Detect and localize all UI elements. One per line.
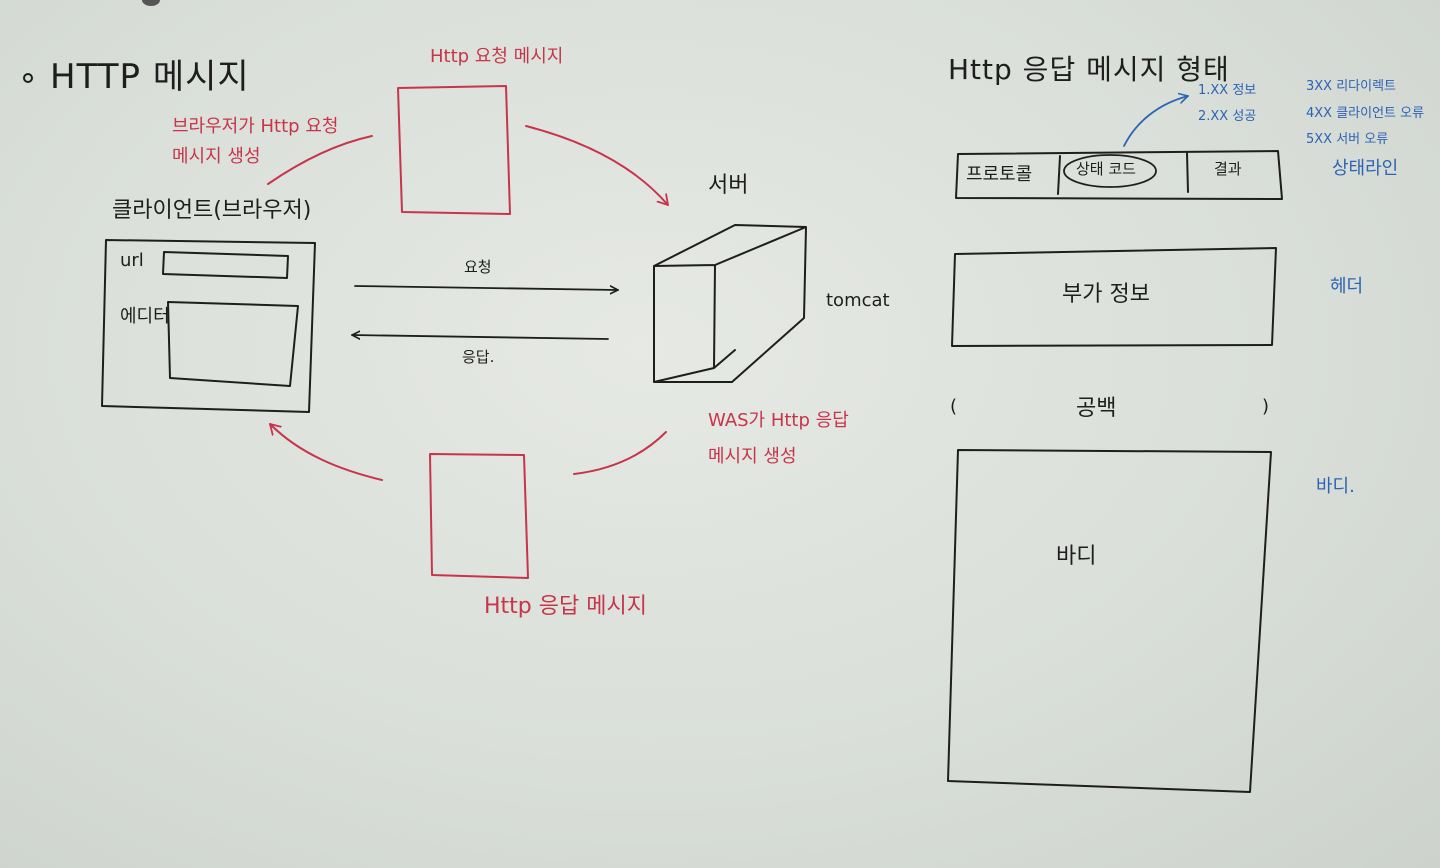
status-code-4xx: 4XX 클라이언트 오류 bbox=[1306, 106, 1425, 121]
response-message-box bbox=[429, 453, 529, 579]
status-code-circle bbox=[1063, 154, 1157, 188]
curve-server-to-response bbox=[573, 431, 667, 475]
status-line-divider-1 bbox=[1057, 155, 1061, 195]
server-cube bbox=[653, 224, 807, 383]
client-browser-box bbox=[101, 239, 316, 413]
was-note-line1: WAS가 Http 응답 bbox=[708, 410, 849, 431]
client-browser-label: 클라이언트(브라우저) bbox=[112, 198, 312, 223]
response-format-title: Http 응답 메시지 형태 bbox=[948, 53, 1230, 86]
status-code-3xx: 3XX 리다이렉트 bbox=[1306, 79, 1397, 94]
request-message-box bbox=[397, 85, 511, 215]
editor-label: 에디터 bbox=[120, 306, 170, 327]
request-arrow bbox=[354, 286, 619, 290]
server-label: 서버 bbox=[708, 173, 749, 198]
was-note-line2: 메시지 생성 bbox=[708, 446, 797, 467]
request-message-label: Http 요청 메시지 bbox=[430, 46, 564, 67]
blank-open-paren: ( bbox=[950, 396, 958, 417]
body-box bbox=[947, 449, 1272, 793]
request-arrow-label: 요청 bbox=[464, 258, 492, 276]
response-arrow-label: 응답. bbox=[462, 348, 495, 366]
curve-request-to-server bbox=[525, 125, 669, 206]
status-line-box bbox=[955, 150, 1283, 200]
blank-close-paren: ) bbox=[1262, 396, 1270, 417]
status-code-label: 상태 코드 bbox=[1076, 160, 1136, 178]
status-code-2xx: 2.XX 성공 bbox=[1198, 109, 1257, 124]
url-input-box bbox=[162, 251, 289, 279]
response-message-label: Http 응답 메시지 bbox=[484, 594, 647, 619]
body-box-label: 바디 bbox=[1056, 544, 1097, 569]
status-line-note: 상태라인 bbox=[1332, 158, 1399, 179]
status-line-divider-2 bbox=[1186, 152, 1189, 193]
status-code-arrow bbox=[1123, 96, 1189, 147]
browser-note-line1: 브라우저가 Http 요청 bbox=[172, 116, 339, 137]
title-bullet bbox=[23, 73, 33, 83]
curve-response-to-client bbox=[269, 423, 383, 481]
url-label: url bbox=[120, 250, 144, 271]
result-label: 결과 bbox=[1214, 160, 1242, 178]
http-message-title: HTTP 메시지 bbox=[50, 57, 250, 97]
header-box bbox=[951, 247, 1277, 347]
board-magnet bbox=[142, 0, 160, 6]
tomcat-label: tomcat bbox=[826, 290, 890, 311]
protocol-label: 프로토콜 bbox=[966, 164, 1033, 185]
curve-client-to-request bbox=[267, 135, 373, 185]
blank-label: 공백 bbox=[1076, 396, 1117, 421]
response-arrow bbox=[351, 335, 609, 339]
status-code-1xx: 1.XX 정보 bbox=[1198, 83, 1257, 98]
status-code-5xx: 5XX 서버 오류 bbox=[1306, 132, 1389, 147]
editor-box bbox=[167, 301, 299, 387]
header-box-label: 부가 정보 bbox=[1062, 282, 1150, 307]
body-note: 바디. bbox=[1316, 476, 1355, 497]
header-note: 헤더 bbox=[1330, 276, 1364, 297]
browser-note-line2: 메시지 생성 bbox=[172, 146, 261, 167]
